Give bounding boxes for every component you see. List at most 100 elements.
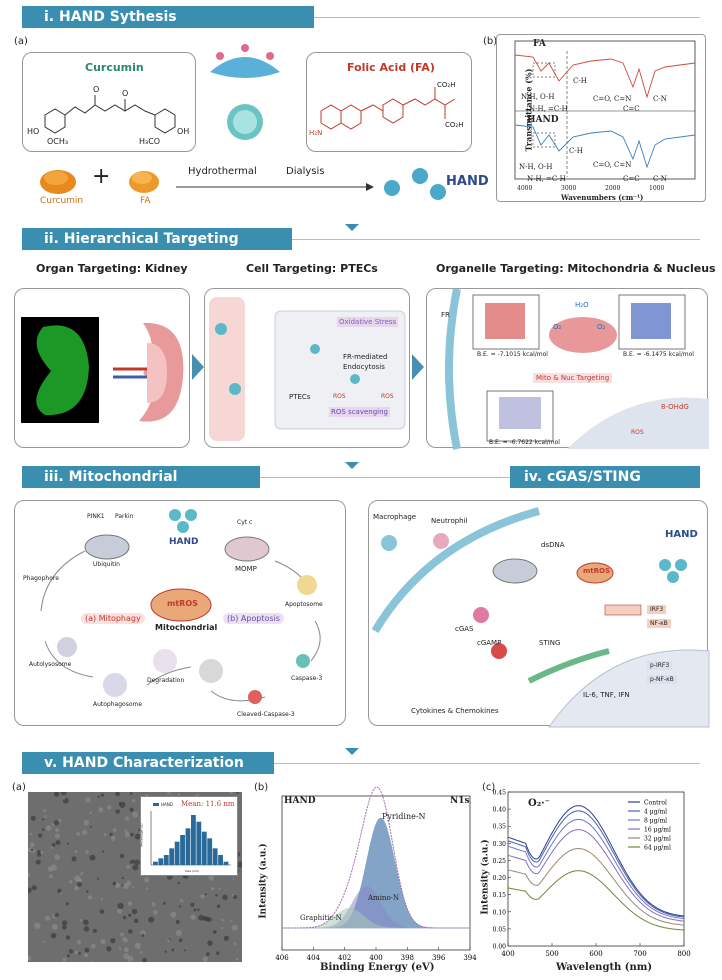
uv-x-tick-label: 400 xyxy=(501,950,514,958)
tem-particle xyxy=(89,854,96,861)
hist-bar xyxy=(174,841,180,865)
tem-particle xyxy=(221,918,224,922)
tem-particle xyxy=(128,929,133,934)
folic-acid-structure-icon xyxy=(320,87,456,130)
tem-particle xyxy=(62,797,66,800)
mito-panel: PINK1 Parkin Ubiquitin Phagophore HAND C… xyxy=(14,500,346,726)
arrow-right-icon xyxy=(176,183,374,191)
tem-particle xyxy=(145,887,149,890)
uv-y-tick-label: 0.00 xyxy=(493,944,507,951)
tem-particle xyxy=(84,947,90,953)
tem-particle xyxy=(142,957,148,962)
xps-tick-label: 406 xyxy=(275,954,289,962)
panel-label: (c) xyxy=(482,782,496,793)
uv-y-tick-label: 0.05 xyxy=(493,926,507,933)
tem-particle xyxy=(220,926,224,930)
tem-particle xyxy=(117,902,124,910)
sting-pathway-illustration xyxy=(371,507,710,728)
xps-tick-label: 394 xyxy=(463,954,477,962)
tem-particle xyxy=(132,799,136,803)
tem-particle xyxy=(118,802,122,805)
tem-particle xyxy=(121,884,124,887)
tem-particle xyxy=(98,807,104,813)
tem-particle xyxy=(76,832,81,836)
tem-particle xyxy=(85,797,91,803)
tem-particle xyxy=(37,852,42,857)
tem-particle xyxy=(45,825,52,831)
uv-legend-label: 8 μg/ml xyxy=(644,818,667,825)
tem-particle xyxy=(74,885,79,891)
tem-particle xyxy=(212,930,217,934)
tem-particle xyxy=(119,932,124,937)
ftir-tick: 3000 xyxy=(561,185,577,192)
organelle-panel: FR H₂O O₂ O₂ B.E. = -7.1015 kcal/mol B.E… xyxy=(426,288,709,450)
tem-particle xyxy=(190,902,195,907)
tem-particle xyxy=(82,919,89,926)
tem-particle xyxy=(29,842,35,848)
peak-label-amino: Amino-N xyxy=(368,894,400,902)
tem-particle xyxy=(62,957,67,962)
tem-particle xyxy=(49,874,53,879)
uv-x-tick-label: 700 xyxy=(633,950,646,958)
chevron-right-icon xyxy=(192,354,204,380)
tem-particle xyxy=(204,893,207,896)
uv-series-line xyxy=(507,810,685,918)
uv-y-tick-label: 0.35 xyxy=(493,824,507,831)
tem-particle xyxy=(153,910,158,915)
peak-label-graphitic: Graphitic-N xyxy=(300,914,342,922)
tem-particle xyxy=(89,811,92,815)
tem-particle xyxy=(41,828,45,832)
section-title-synthesis: i. HAND Sythesis xyxy=(22,6,314,28)
tem-particle xyxy=(57,888,62,893)
tem-particle xyxy=(233,894,238,900)
xps-tick-label: 402 xyxy=(338,954,351,962)
tem-particle xyxy=(77,881,82,887)
hist-xlabel: Size (nm) xyxy=(185,869,200,873)
tem-particle xyxy=(134,859,140,866)
section-title-char: v. HAND Characterization xyxy=(22,752,274,774)
tem-particle xyxy=(177,881,180,885)
tem-particle xyxy=(128,913,132,917)
sting-panel: Macrophage Neutrophil dsDNA mtROS HAND c… xyxy=(368,500,710,728)
section-title-targeting: ii. Hierarchical Targeting xyxy=(22,228,292,250)
uv-series-line xyxy=(507,847,685,926)
tem-particle xyxy=(127,955,134,962)
organelle-targeting-title: Organelle Targeting: Mitochondria & Nucl… xyxy=(436,262,716,275)
ftir-fa-curve xyxy=(514,54,696,99)
divider xyxy=(314,17,700,18)
powder-label: Curcumin xyxy=(40,196,84,206)
xps-ylabel: Intensity (a.u.) xyxy=(258,843,269,919)
tem-particle xyxy=(167,939,171,943)
uv-y-tick-label: 0.25 xyxy=(493,858,507,865)
chevron-down-icon xyxy=(345,462,359,469)
hist-bar xyxy=(158,858,164,865)
tem-particle xyxy=(107,805,112,810)
tem-particle xyxy=(131,886,135,889)
tem-particle xyxy=(83,819,90,826)
tem-particle xyxy=(118,947,122,950)
ftir-hand-label: HAND xyxy=(527,115,559,125)
tem-particle xyxy=(53,820,60,826)
uv-series-line xyxy=(507,829,685,922)
tem-particle xyxy=(28,872,31,877)
uv-legend-label: 64 μg/ml xyxy=(644,845,671,852)
tem-particle xyxy=(115,809,120,814)
uv-legend-label: 16 μg/ml xyxy=(644,827,671,834)
tem-particle xyxy=(112,881,117,886)
nanoparticle-icon xyxy=(210,44,280,140)
tem-particle xyxy=(115,882,119,886)
hist-bar xyxy=(218,855,223,865)
panel-label: (a) xyxy=(14,36,28,47)
tem-particle xyxy=(129,832,134,837)
tem-particle xyxy=(122,915,127,920)
tem-particle xyxy=(129,807,134,812)
curcumin-structure-panel: Curcumin O O HO OCH₃ H₃CO OH xyxy=(22,52,196,152)
tem-particle xyxy=(124,816,130,821)
tem-particle xyxy=(222,894,228,901)
ftir-spectra xyxy=(514,40,696,180)
uv-xlabel: Wavelength (nm) xyxy=(556,962,653,973)
tem-particle xyxy=(60,792,67,796)
hand-nanoparticles-icon xyxy=(384,168,446,200)
tem-particle xyxy=(229,792,233,795)
size-histogram: HAND Mean: 11.6 nm Percentage (%) Size (… xyxy=(140,796,238,876)
